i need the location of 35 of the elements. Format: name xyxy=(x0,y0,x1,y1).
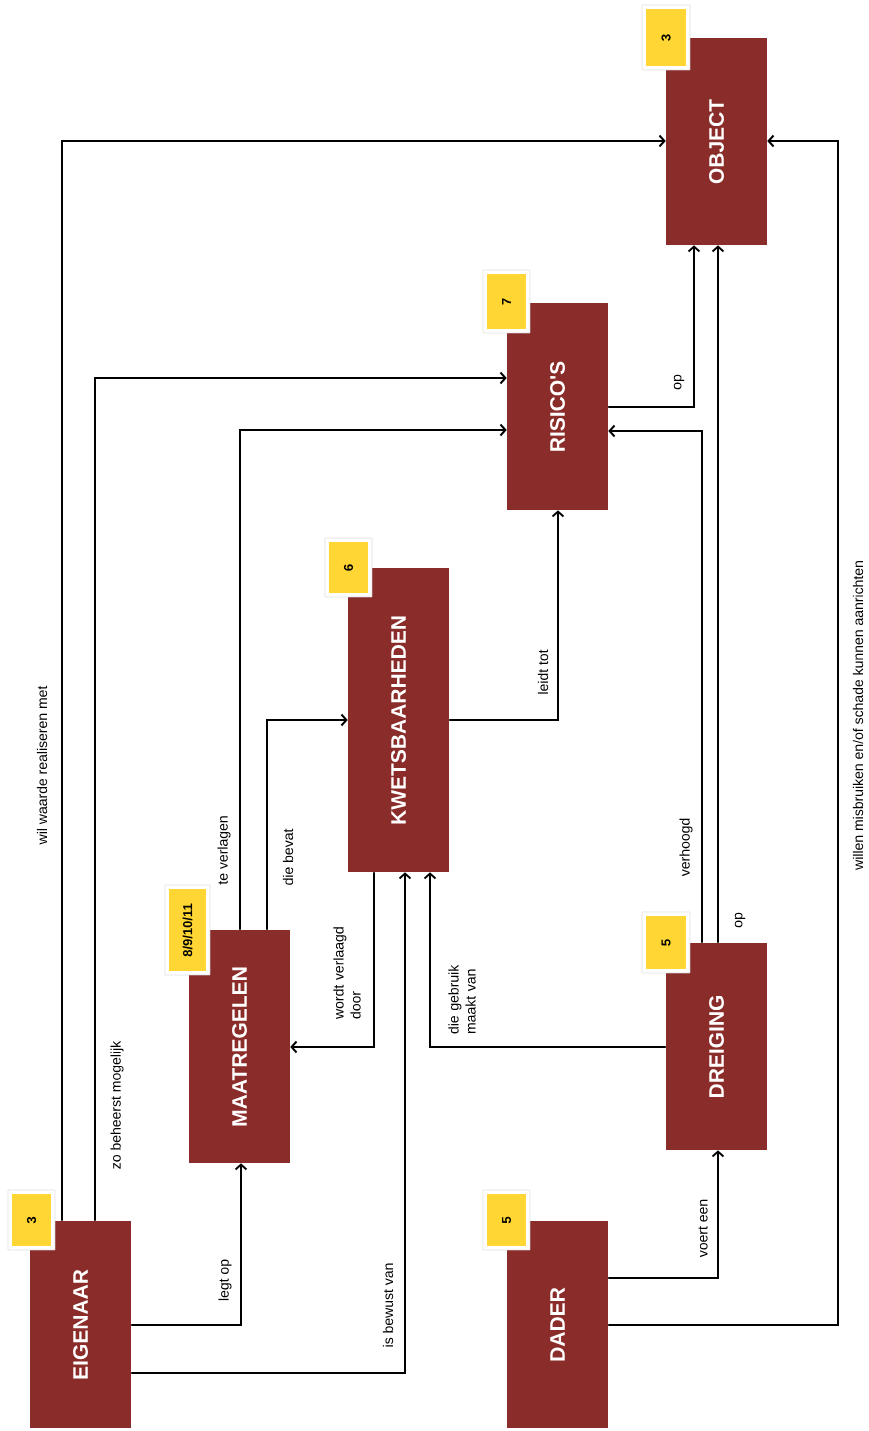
edge-label: die bevat xyxy=(282,828,294,885)
arrow xyxy=(94,371,507,1222)
arrow xyxy=(423,872,667,1048)
arrow xyxy=(448,510,565,721)
edge-label: die gebruik maakt van xyxy=(448,964,476,1034)
number-badge: 6 xyxy=(324,537,373,598)
edge-label: op xyxy=(734,912,746,928)
edge-label: te verlagen xyxy=(217,816,231,885)
arrow xyxy=(607,245,701,408)
edge-label: zo beheerst mogelijk xyxy=(110,1040,124,1169)
edge-label: wordt verlaagd door xyxy=(333,927,361,1019)
arrow xyxy=(607,1150,725,1279)
concept-box: RISICO'S xyxy=(507,303,608,510)
edge-label: verhoogd xyxy=(679,818,693,877)
number-badge: 5 xyxy=(641,911,691,974)
edge-label: is bewust van xyxy=(382,1263,394,1347)
arrow xyxy=(266,713,348,931)
edge-label: voert een xyxy=(698,1199,708,1258)
arrow xyxy=(711,245,725,944)
edge-label: op xyxy=(673,374,685,390)
number-badge: 3 xyxy=(7,1189,56,1251)
arrow xyxy=(608,424,703,944)
arrow xyxy=(130,1163,248,1326)
number-badge: 3 xyxy=(641,4,691,71)
arrow xyxy=(61,134,666,1222)
edge-label: legt op xyxy=(218,1259,232,1301)
edge-label: leidt tot xyxy=(537,649,549,694)
edge-label: willen misbruiken en/of schade kunnen aanrichten xyxy=(852,561,864,870)
edge-label: wil waarde realiseren met xyxy=(36,685,48,845)
arrow xyxy=(607,134,839,1326)
number-badge: 5 xyxy=(482,1189,531,1251)
arrow xyxy=(239,423,507,931)
number-badge: 7 xyxy=(482,269,531,334)
arrow xyxy=(290,871,375,1054)
arrow xyxy=(130,872,412,1374)
